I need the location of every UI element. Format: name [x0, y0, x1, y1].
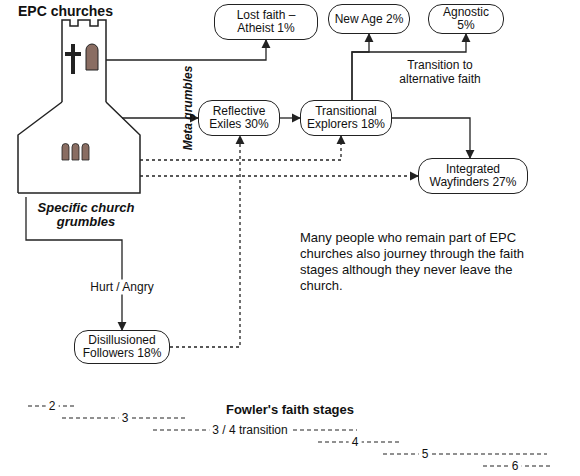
church-window	[82, 144, 89, 161]
church-illustration: EPC churches	[14, 2, 144, 197]
node-label: Integrated Wayfinders 27%	[423, 163, 523, 189]
church-body	[18, 102, 140, 193]
node-label: Reflective Exiles 30%	[203, 105, 275, 131]
stage-box: Agnostic 5%	[428, 4, 504, 34]
node-label: Disillusioned Followers 18%	[79, 334, 165, 360]
stage-box: New Age 2%	[328, 4, 410, 34]
group-label: Specific church grumbles	[30, 201, 142, 229]
connector-arrow	[280, 117, 300, 118]
stage-label: 4	[349, 436, 362, 448]
connector-arrow	[352, 34, 369, 100]
node-heading: EPC churches	[18, 3, 113, 19]
cross	[65, 52, 81, 56]
connector-arrow	[392, 118, 470, 158]
node-label: New Age 2%	[335, 13, 404, 26]
stage-label: 5	[419, 448, 432, 460]
node-label: Agnostic 5%	[433, 6, 499, 32]
edge-label: Hurt / Angry	[88, 280, 155, 295]
stage-box: Lost faith – Atheist 1%	[214, 4, 318, 40]
church-window	[72, 144, 79, 161]
stage-box: Integrated Wayfinders 27%	[418, 158, 528, 194]
axis-title: Fowler's faith stages	[190, 402, 390, 417]
stage-box: Disillusioned Followers 18%	[74, 330, 170, 364]
stage-box: Transitional Explorers 18%	[300, 100, 392, 136]
stage-label: 2	[46, 400, 59, 412]
stage-label: 3 / 4 transition	[209, 424, 290, 436]
connector-arrow	[106, 40, 266, 60]
church-drawing	[14, 2, 144, 197]
church-window	[62, 144, 69, 161]
stage-box: Reflective Exiles 30%	[198, 100, 280, 136]
connector-arrow	[140, 175, 418, 176]
connector-arrow	[170, 136, 240, 347]
side-label: Meta grumbles	[180, 65, 196, 151]
church-outline	[18, 20, 140, 193]
node-label: Lost faith – Atheist 1%	[219, 9, 313, 35]
stage-range	[383, 453, 547, 454]
stage-label: 6	[509, 460, 522, 472]
branch-label: Transition to alternative faith	[390, 58, 490, 86]
stage-label: 3	[119, 412, 132, 424]
tower-window	[86, 44, 98, 70]
note-text: Many people who remain part of EPC churc…	[300, 230, 558, 294]
church-tower	[62, 20, 106, 102]
cross	[71, 44, 75, 74]
node-label: Transitional Explorers 18%	[305, 105, 387, 131]
